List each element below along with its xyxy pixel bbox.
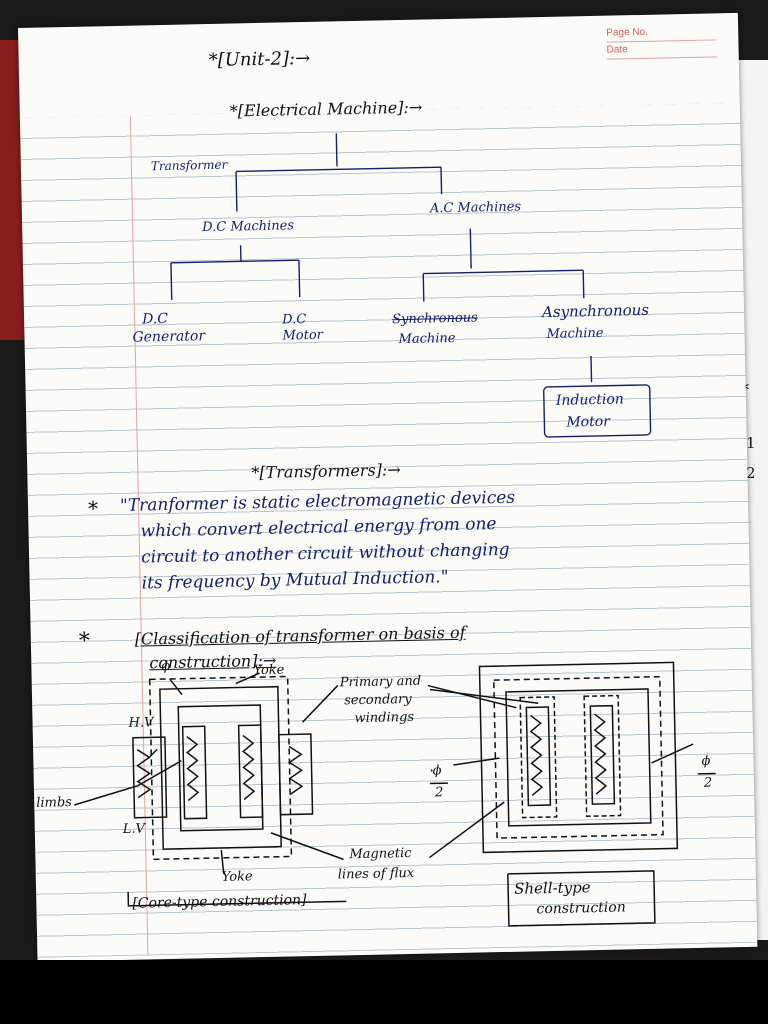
transformer-diagrams (74, 661, 716, 927)
shell-type-caption-1: Shell-type (513, 878, 591, 898)
core-limbs-label: limbs (36, 795, 73, 811)
core-hv-label: H.V (128, 715, 154, 731)
primary-secondary-label-2: secondary (344, 691, 412, 709)
core-yoke-bottom-label: Yoke (221, 869, 253, 885)
tree-connectors (170, 133, 652, 438)
magnetic-flux-label-1: Magnetic (349, 845, 412, 863)
primary-secondary-label-1: Primary and (339, 673, 422, 691)
core-yoke-top-label: Yoke (253, 662, 285, 679)
shell-half-right-label: 2 (703, 775, 713, 791)
next-page-number-2: 2 (746, 464, 756, 482)
shell-type-caption-2: construction (536, 899, 626, 918)
shell-phi-left-label: ϕ (432, 763, 442, 779)
core-phi-label: ϕ (161, 658, 171, 675)
magnetic-flux-label-2: lines of flux (337, 865, 415, 883)
notebook-page: Page No. Date *[Unit-2]:→ *[Electrical M… (18, 12, 758, 962)
core-lv-label: L.V (122, 821, 146, 837)
next-page-number-1: 1 (746, 434, 756, 452)
primary-secondary-label-3: windings (354, 709, 415, 727)
shell-half-left-label: 2 (434, 785, 444, 801)
dark-background (0, 960, 768, 1024)
shell-phi-right-label: ϕ (701, 753, 711, 769)
